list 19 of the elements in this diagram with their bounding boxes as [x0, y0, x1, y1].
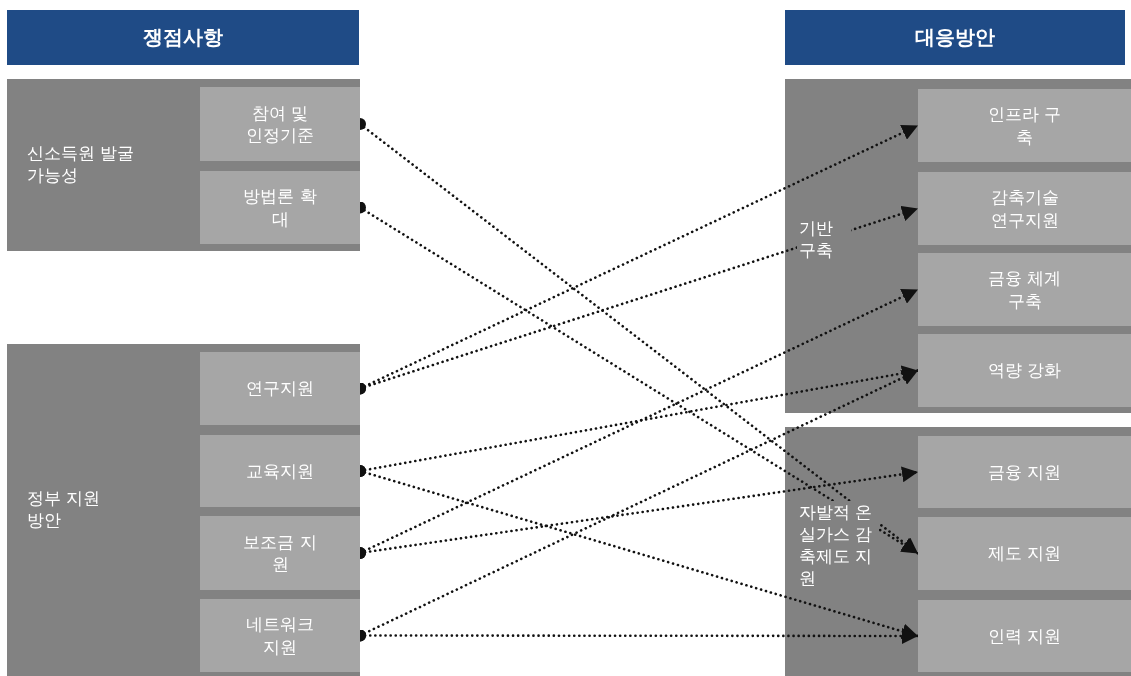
group-panel [785, 79, 1131, 413]
item-box: 금융 지원 [918, 436, 1131, 508]
item-box: 참여 및 인정기준 [200, 87, 360, 161]
item-box: 인프라 구축 [918, 89, 1131, 162]
item-box: 금융 체계구축 [918, 253, 1131, 326]
item-box: 보조금 지원 [200, 516, 360, 590]
group-panel [7, 79, 360, 251]
item-box: 방법론 확대 [200, 171, 360, 244]
item-box: 감축기술 연구지원 [918, 172, 1131, 245]
header-bar: 대응방안 [785, 10, 1125, 65]
item-box: 역량 강화 [918, 334, 1131, 407]
header-bar: 쟁점사항 [7, 10, 359, 65]
group-panel [7, 344, 360, 676]
item-box: 인력 지원 [918, 600, 1131, 672]
item-box: 교육지원 [200, 435, 360, 507]
item-box: 네트워크 지원 [200, 599, 360, 672]
item-box: 제도 지원 [918, 517, 1131, 590]
group-panel [785, 427, 1131, 676]
item-box: 연구지원 [200, 352, 360, 425]
